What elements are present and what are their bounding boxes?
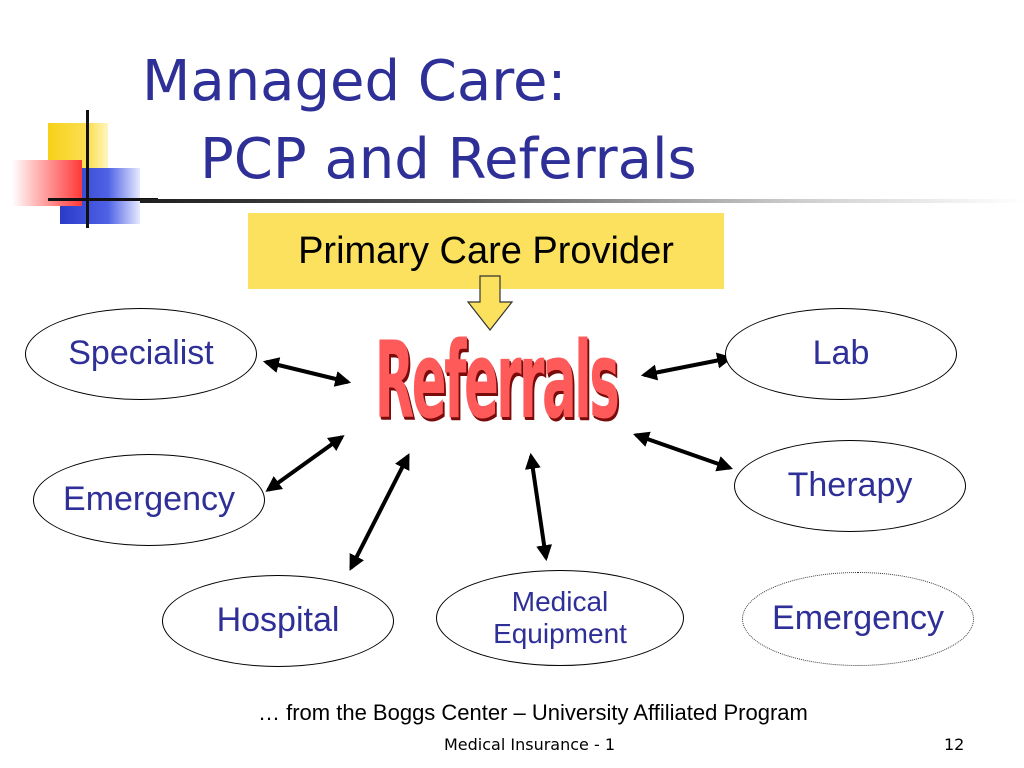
slide-title-line2: PCP and Referrals (200, 127, 697, 192)
referrals-wordart: Referrals (374, 318, 620, 442)
source-credit: … from the Boggs Center – University Aff… (258, 700, 808, 725)
primary-care-provider-box: Primary Care Provider (248, 213, 724, 289)
node-hospital: Hospital (162, 575, 394, 667)
node-therapy: Therapy (734, 440, 966, 532)
logo-horizontal-line (48, 198, 158, 201)
node-specialist-label: Specialist (68, 334, 214, 373)
node-hospital-label: Hospital (216, 601, 340, 640)
node-therapy-label: Therapy (787, 466, 913, 505)
node-medical-equipment-label: Medical Equipment (493, 586, 627, 650)
arrow-hospital (349, 453, 410, 571)
primary-care-provider-label: Primary Care Provider (298, 229, 674, 272)
footer-title: Medical Insurance - 1 (444, 735, 616, 754)
title-rule (140, 199, 1024, 203)
node-emergency-left: Emergency (33, 454, 265, 546)
arrow-medical-equipment (524, 452, 553, 562)
arrow-emergency-left (265, 435, 345, 492)
node-medical-equipment-line2: Equipment (493, 618, 627, 649)
slide-title-line1: Managed Care: (142, 49, 567, 114)
node-lab: Lab (725, 308, 957, 400)
arrow-specialist (262, 357, 352, 387)
logo-vertical-line (86, 110, 89, 228)
arrow-therapy (632, 431, 734, 472)
node-lab-label: Lab (812, 334, 870, 373)
node-emergency-left-label: Emergency (63, 480, 235, 519)
page-number: 12 (944, 735, 965, 754)
node-emergency-right-label: Emergency (772, 599, 944, 638)
down-arrow-icon (466, 275, 514, 331)
node-medical-equipment: Medical Equipment (436, 570, 684, 666)
node-specialist: Specialist (25, 308, 257, 400)
node-medical-equipment-line1: Medical (511, 585, 609, 617)
node-emergency-right: Emergency (742, 572, 974, 666)
arrow-lab (640, 352, 734, 381)
